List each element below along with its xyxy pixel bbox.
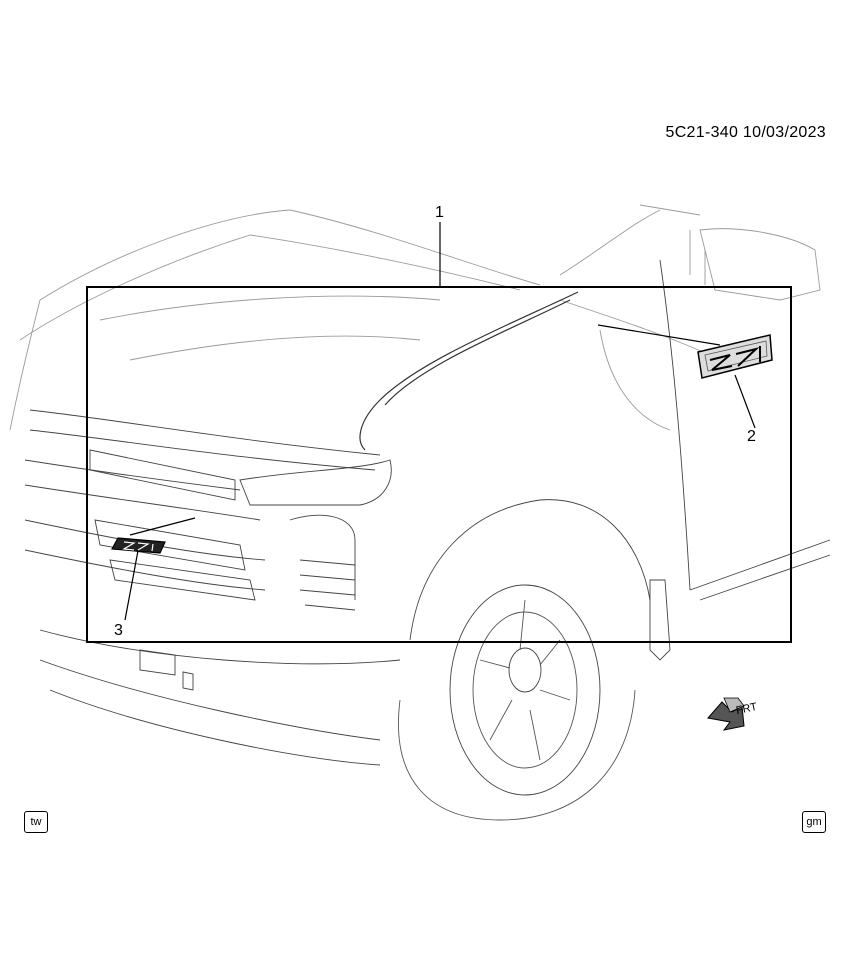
callout-box-1 [86, 286, 792, 643]
gm-logo-badge: gm [802, 811, 826, 833]
tw-badge: tw [24, 811, 48, 833]
callout-label-2: 2 [747, 428, 756, 445]
grille-z71-emblem [111, 537, 166, 554]
front-arrow-icon [707, 697, 745, 731]
truck-body-sketch [9, 204, 831, 821]
fender-z71-emblem [697, 334, 773, 379]
leader-lines [124, 222, 756, 621]
diagram-code-date: 5C21-340 10/03/2023 [665, 124, 826, 141]
callout-label-1: 1 [435, 204, 444, 221]
callout-label-3: 3 [114, 622, 123, 639]
